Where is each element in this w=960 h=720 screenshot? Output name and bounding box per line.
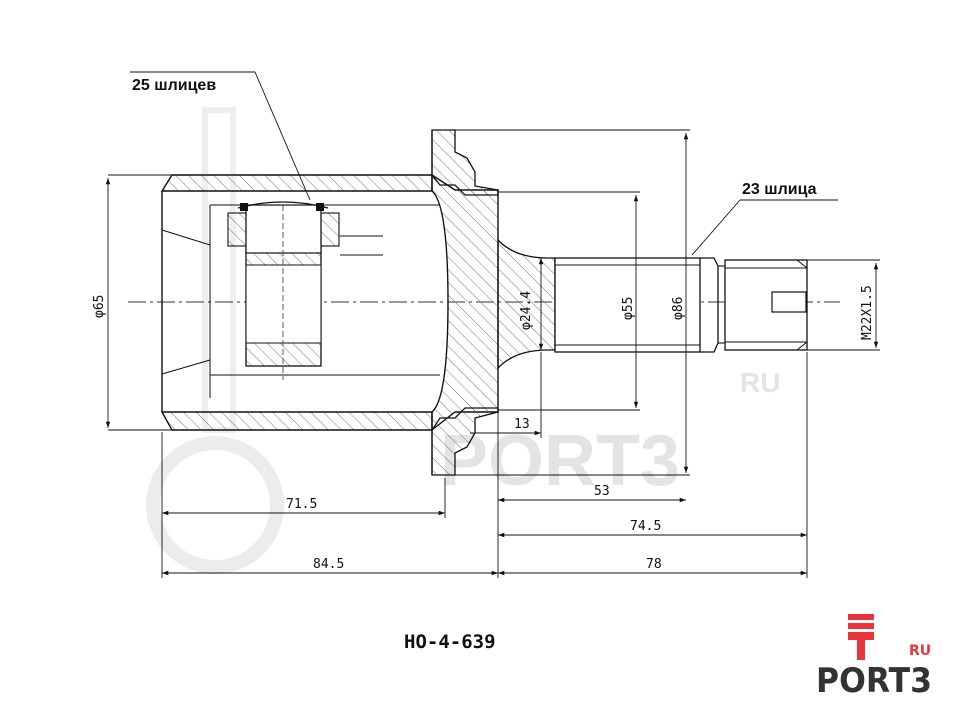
annotation-shaft-splines: 23 шлица xyxy=(742,181,817,198)
stub-shaft xyxy=(497,238,808,370)
housing-flange xyxy=(431,129,499,476)
piston-icon xyxy=(848,614,874,660)
dim-d24-4: φ24.4 xyxy=(519,291,534,330)
part-number: HO-4-639 xyxy=(404,631,496,653)
logo-suffix: RU xyxy=(909,643,931,659)
dim-13: 13 xyxy=(514,417,530,432)
watermark-brand: PORT3 xyxy=(440,421,680,501)
housing-body xyxy=(160,173,499,432)
dim-78: 78 xyxy=(646,557,662,572)
dim-d86: φ86 xyxy=(671,297,686,320)
dim-thread: M22X1.5 xyxy=(860,285,875,340)
watermark: PORT3 RU xyxy=(146,107,780,574)
dim-53: 53 xyxy=(594,484,610,499)
tripod-hub xyxy=(227,201,383,380)
brand-logo: RU PORT3 xyxy=(816,614,932,701)
watermark-suffix: RU xyxy=(740,367,780,398)
dim-84-5: 84.5 xyxy=(313,557,344,572)
dim-71-5: 71.5 xyxy=(286,497,317,512)
dim-74-5: 74.5 xyxy=(630,519,661,534)
dim-d55: φ55 xyxy=(621,297,636,320)
dimension-lines xyxy=(105,71,880,578)
logo-brand: PORT3 xyxy=(816,661,932,701)
dim-d65: φ65 xyxy=(92,295,107,318)
annotation-housing-splines: 25 шлицев xyxy=(132,77,216,94)
